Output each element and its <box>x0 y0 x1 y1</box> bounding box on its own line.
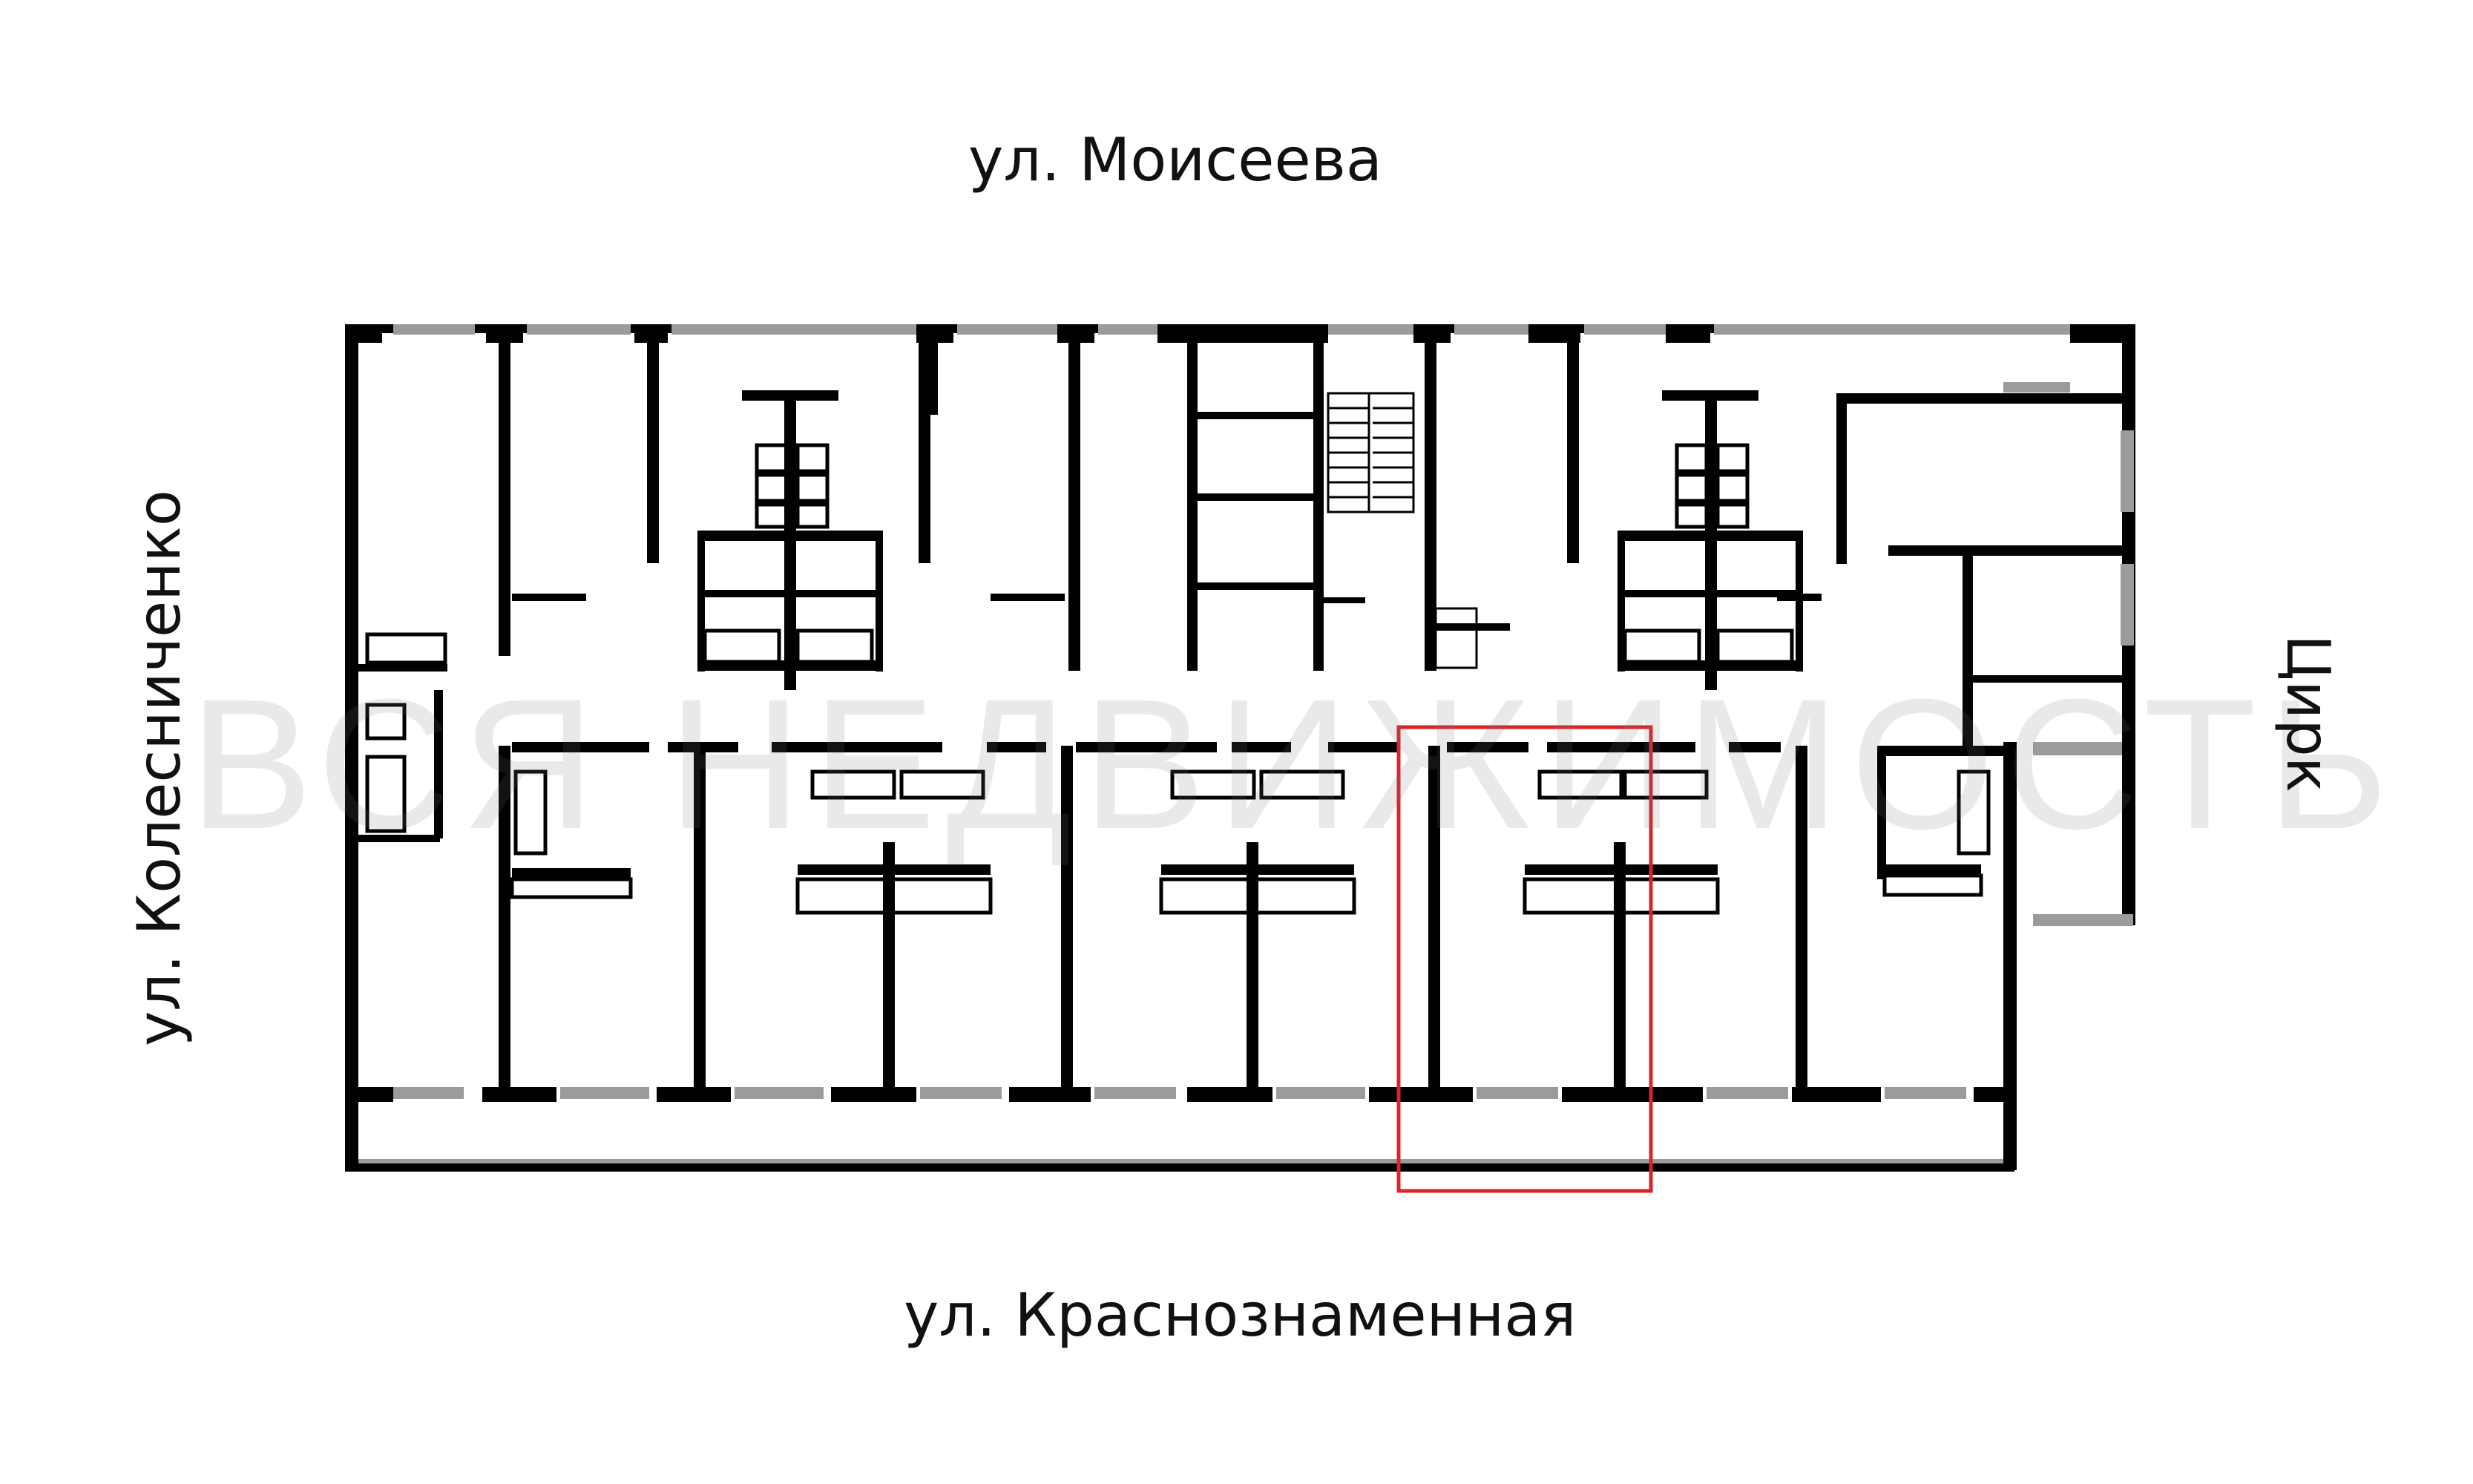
street-label-right: Цирк <box>2273 634 2342 793</box>
left-corner-walls <box>358 664 447 842</box>
street-label-left: ул. Колесниченко <box>125 490 194 1046</box>
windows-bottom <box>358 1087 2003 1163</box>
stair-core <box>1327 392 1478 669</box>
windows-top <box>393 324 2070 393</box>
upper-horizontals <box>512 390 2122 683</box>
lower-appliances <box>510 769 1991 915</box>
left-corner-fixtures <box>365 632 447 833</box>
upper-wet-block-right-lines <box>1618 531 1803 672</box>
lower-wet-blocks <box>512 864 1981 879</box>
street-label-top: ул. Моисеева <box>968 125 1382 194</box>
windows-right <box>2033 430 2134 926</box>
corridor-walls <box>512 742 1781 752</box>
bottom-piers <box>356 1087 2014 1102</box>
street-label-bottom: ул. Краснознаменная <box>904 1281 1577 1350</box>
upper-wet-block-left-lines <box>697 531 883 672</box>
upper-wet-block-left <box>703 443 874 664</box>
lower-partitions <box>499 746 2003 1094</box>
selected-apartment-frame[interactable] <box>1396 725 1653 1193</box>
top-piers <box>345 324 2133 343</box>
